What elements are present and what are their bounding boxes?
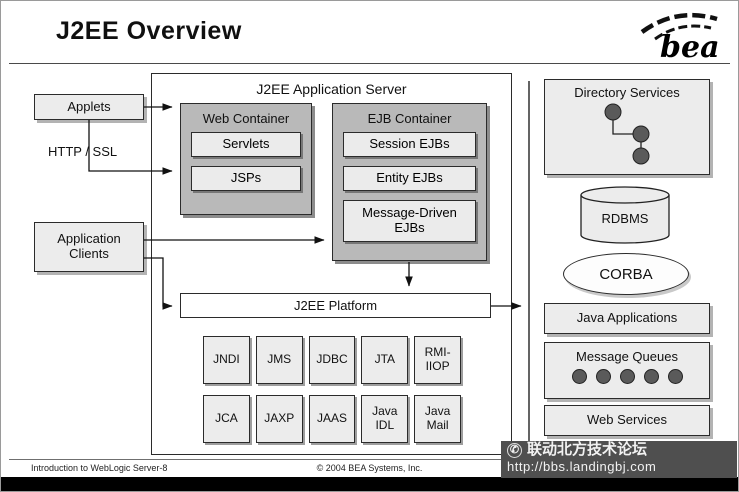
j2ee-platform-bar: J2EE Platform [180, 293, 491, 318]
application-clients-box: Application Clients [34, 222, 144, 272]
applets-box: Applets [34, 94, 144, 120]
api-box-rmi-iiop: RMI-IIOP [414, 336, 461, 384]
watermark-url: http://bbs.landingbj.com [507, 458, 657, 474]
title-divider [9, 63, 730, 64]
bea-logo: bea [640, 12, 720, 61]
directory-services-box: Directory Services [544, 79, 710, 175]
rdbms-label: RDBMS [602, 211, 649, 226]
api-box-jaxp: JAXP [255, 395, 303, 443]
api-box-jaas: JAAS [308, 395, 356, 443]
web-container-title: Web Container [202, 111, 290, 126]
message-queues-box: Message Queues [544, 342, 710, 399]
queue-dot [619, 369, 635, 384]
queue-dot [595, 369, 611, 384]
message-queues-title: Message Queues [576, 349, 678, 364]
api-box-jms: JMS [255, 336, 303, 384]
phone-icon: ✆ [507, 442, 522, 458]
api-box-jca: JCA [203, 395, 250, 443]
directory-services-title: Directory Services [574, 85, 680, 100]
bea-logo-text: bea [660, 30, 720, 61]
watermark: ✆ 联动北方技术论坛 http://bbs.landingbj.com [501, 441, 737, 478]
api-box-jta: JTA [361, 336, 409, 384]
java-applications-box: Java Applications [544, 303, 710, 334]
http-ssl-label: HTTP / SSL [48, 144, 118, 159]
rdbms-cylinder: RDBMS [580, 186, 670, 244]
message-driven-ejbs-box: Message-Driven EJBs [343, 200, 476, 242]
web-services-box: Web Services [544, 405, 710, 436]
corba-ellipse: CORBA [563, 253, 689, 295]
jsps-box: JSPs [191, 166, 301, 191]
page-title: J2EE Overview [56, 17, 242, 45]
servlets-box: Servlets [191, 132, 301, 157]
api-box-java-mail: Java Mail [414, 395, 461, 443]
footer-left-text: Introduction to WebLogic Server-8 [31, 463, 168, 473]
queue-dot [571, 369, 587, 384]
api-box-jdbc: JDBC [308, 336, 356, 384]
entity-ejbs-box: Entity EJBs [343, 166, 476, 191]
queue-dots [545, 369, 709, 384]
api-box-jndi: JNDI [203, 336, 250, 384]
api-box-java-idl: Java IDL [361, 395, 409, 443]
queue-dot [643, 369, 659, 384]
ejb-container: EJB Container Session EJBs Entity EJBs M… [332, 103, 487, 261]
queue-dot [667, 369, 683, 384]
footer-divider [9, 459, 730, 460]
bottom-bar [1, 477, 738, 491]
watermark-forum-name: 联动北方技术论坛 [527, 441, 648, 458]
footer-copyright: © 2004 BEA Systems, Inc. [316, 463, 423, 473]
directory-tree-icon [604, 103, 650, 165]
api-row-1: JNDI JMS JDBC JTA RMI-IIOP [203, 336, 461, 384]
session-ejbs-box: Session EJBs [343, 132, 476, 157]
api-row-2: JCA JAXP JAAS Java IDL Java Mail [203, 395, 461, 443]
j2ee-application-server-title: J2EE Application Server [256, 81, 407, 97]
web-container: Web Container Servlets JSPs [180, 103, 312, 215]
ejb-container-title: EJB Container [367, 111, 452, 126]
